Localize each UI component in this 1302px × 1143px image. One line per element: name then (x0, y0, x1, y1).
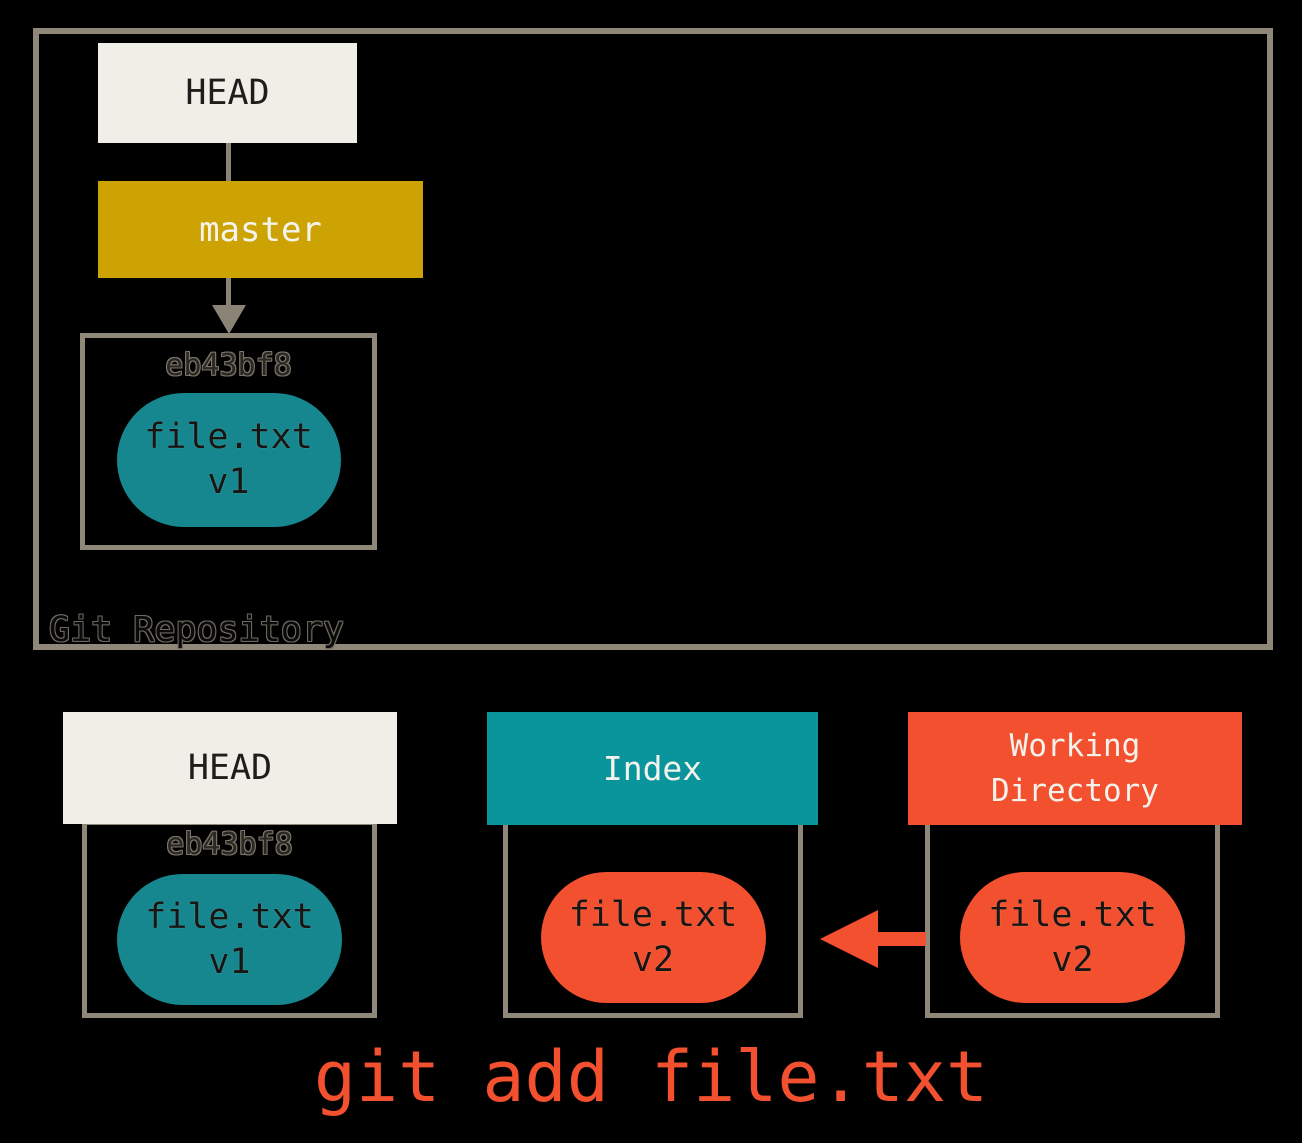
file-blob-v2: file.txt v2 (540, 872, 766, 1003)
commit-hash: eb43bf8 (165, 348, 292, 383)
arrowhead-down-icon (212, 305, 246, 334)
head-column-header: HEAD (63, 712, 397, 824)
add-arrow-shaft (878, 932, 926, 946)
git-repository-frame (33, 28, 1273, 650)
file-version: v1 (207, 462, 250, 502)
commit-hash: eb43bf8 (166, 827, 293, 862)
working-directory-title-line2: Directory (991, 772, 1159, 809)
file-blob-v2: file.txt v2 (960, 872, 1185, 1003)
file-name: file.txt (568, 894, 738, 935)
command-caption: git add file.txt (313, 1036, 989, 1118)
commit-box: eb43bf8 file.txt v1 (80, 333, 377, 550)
head-ref-box: HEAD (98, 43, 357, 143)
head-snapshot-box: eb43bf8 file.txt v1 (82, 820, 377, 1018)
git-repository-label: Git Repository (49, 610, 345, 650)
file-version: v2 (1051, 939, 1094, 980)
master-to-commit-connector (226, 278, 231, 306)
head-to-master-connector (226, 143, 231, 181)
file-blob-v1: file.txt v1 (116, 393, 341, 527)
master-branch-label: master (199, 209, 322, 250)
file-blob-v1: file.txt v1 (117, 874, 342, 1005)
file-version: v2 (631, 939, 675, 980)
file-name: file.txt (145, 896, 314, 937)
file-name: file.txt (988, 894, 1157, 935)
file-name: file.txt (144, 417, 313, 457)
head-ref-label: HEAD (185, 73, 270, 113)
working-directory-snapshot-box: file.txt v2 (925, 820, 1220, 1018)
working-directory-title-line1: Working (1009, 727, 1141, 764)
add-arrow-left-icon (820, 910, 878, 968)
index-column-title: Index (602, 749, 703, 788)
head-column-title: HEAD (187, 748, 273, 788)
working-directory-column-header: Working Directory (908, 712, 1242, 825)
index-column-header: Index (487, 712, 818, 825)
master-branch-box: master (98, 181, 423, 278)
index-snapshot-box: file.txt v2 (503, 820, 803, 1018)
file-version: v1 (208, 941, 251, 982)
